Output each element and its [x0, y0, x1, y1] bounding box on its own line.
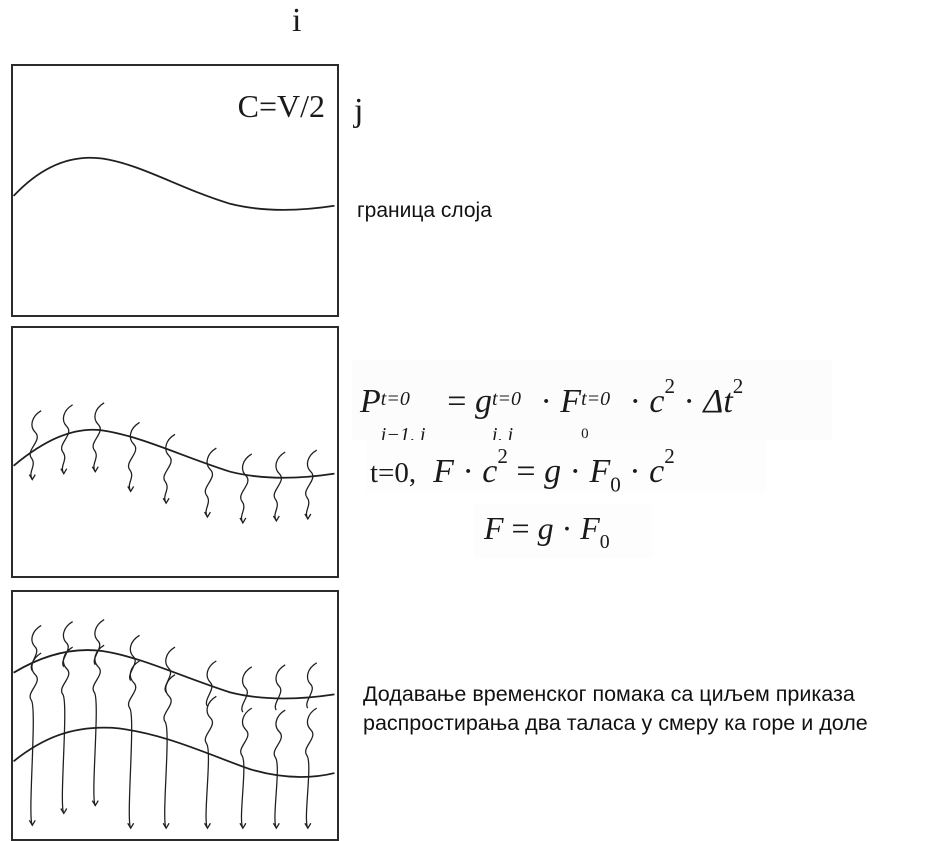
equation-2: t=0,F·c2=g·F0·c2 — [366, 440, 766, 496]
wavelet-arrowhead — [203, 511, 211, 519]
eq2-f: F — [433, 452, 454, 490]
eq2-f0: F — [589, 452, 611, 490]
eq2-c-sup: 2 — [497, 444, 508, 468]
wavelet-stroke — [92, 402, 105, 473]
initial-wavelets-plot — [13, 402, 335, 525]
eq2-f0-sub: 0 — [610, 472, 621, 497]
row-index-label: j — [354, 92, 364, 129]
wavelet-stroke — [60, 646, 74, 814]
wavelet-stroke — [127, 421, 140, 492]
wavelet-stroke — [273, 451, 286, 522]
wavelet-stroke — [163, 674, 176, 829]
eq1-f: F — [560, 382, 582, 420]
wavelet-stroke — [274, 664, 286, 711]
initial-wavelets-panel — [11, 326, 339, 578]
wavelet-stroke — [92, 644, 105, 806]
wavelet-arrowhead — [304, 513, 312, 521]
eq3-f: F — [484, 510, 504, 546]
eq1-dot-2: · — [629, 382, 641, 420]
wavelet-stroke — [204, 447, 217, 518]
eq1-f-sub: 0 — [581, 425, 589, 442]
wavelet-arrowhead — [127, 486, 135, 493]
wavelet-arrowhead — [239, 822, 247, 830]
caption-text: Додавање временског помака са циљем прик… — [363, 682, 868, 735]
propagation-plot — [13, 619, 335, 830]
wavelet-stroke — [306, 662, 318, 709]
eq3-equals: = — [511, 510, 530, 546]
velocity-relation-label: C=V/2 — [237, 88, 325, 124]
wavelet-stroke — [205, 660, 217, 707]
eq1-g: g — [474, 382, 492, 420]
wavelet-stroke — [62, 620, 74, 668]
wavelet-stroke — [240, 453, 253, 524]
wavelet-arrowhead — [304, 822, 312, 830]
wavelet-stroke — [163, 433, 176, 504]
eq1-p: P — [360, 382, 381, 420]
column-index-label: i — [292, 2, 302, 39]
eq1-c-sup: 2 — [664, 374, 676, 398]
wavelet-stroke — [305, 707, 318, 829]
wavelet-stroke — [240, 707, 253, 829]
wavelet-stroke — [241, 666, 253, 713]
wavelet-arrowhead — [203, 822, 211, 830]
wavelet-arrowhead — [28, 819, 36, 827]
wavelet-stroke — [29, 410, 42, 480]
wavelet-arrowhead — [91, 800, 99, 807]
eq2-dot-1: · — [462, 452, 474, 490]
wavelet-group — [28, 402, 318, 525]
eq2-equals: = — [516, 452, 536, 490]
eq2-c2-sup: 2 — [664, 444, 675, 468]
wavelet-stroke — [127, 660, 140, 829]
layer-boundary-plot — [13, 156, 335, 211]
eq1-dot-3: · — [683, 382, 695, 420]
eq1-dot-1: · — [540, 382, 552, 420]
wavelet-stroke — [273, 709, 286, 829]
eq2-c2: c — [649, 452, 665, 490]
eq2-prefix: t=0, — [370, 456, 417, 489]
wavelet-arrowhead — [272, 515, 280, 523]
wavelet-arrowhead — [239, 517, 247, 525]
wavelet-stroke — [204, 695, 217, 829]
eq2-g: g — [544, 452, 562, 490]
wavelet-arrowhead — [162, 822, 170, 830]
wavelet-arrowhead — [91, 466, 99, 473]
equation-3: F=g·F0 — [474, 504, 652, 558]
eq3-f0: F — [580, 510, 600, 546]
eq1-dt-sup: 2 — [732, 374, 744, 398]
wavelet-stroke — [93, 619, 105, 666]
eq1-g-sup: t=0 — [491, 387, 522, 410]
eq2-dot-3: · — [629, 452, 641, 490]
layer-boundary-curve — [13, 156, 335, 211]
eq1-f-sup: t=0 — [581, 387, 611, 410]
wavelet-stroke — [60, 404, 73, 474]
wavelet-group — [28, 619, 318, 830]
eq1-p-sup: t=0 — [380, 387, 410, 410]
eq2-dot-2: · — [569, 452, 581, 490]
upper-boundary-curve — [13, 649, 335, 700]
layer-boundary-panel: C=V/2 — [11, 64, 339, 317]
wavelet-arrowhead — [272, 822, 280, 830]
wavelet-arrowhead — [60, 808, 68, 815]
eq3-g: g — [537, 510, 554, 546]
eq1-equals: = — [447, 382, 467, 420]
wavelet-arrowhead — [162, 497, 170, 505]
propagation-panel — [11, 590, 339, 841]
wavelet-arrowhead — [127, 822, 135, 830]
eq1-c: c — [649, 382, 665, 420]
wavelet-stroke — [305, 449, 318, 520]
eq2-c: c — [482, 452, 498, 490]
boundary-curve — [13, 428, 335, 479]
eq1-dt: Δt — [703, 382, 733, 420]
layer-boundary-label: граница слоја — [357, 199, 492, 222]
wavelet-arrowhead — [60, 468, 68, 475]
eq3-f0-sub: 0 — [599, 530, 610, 553]
eq3-dot: · — [561, 510, 573, 546]
lower-boundary-curve — [13, 726, 335, 778]
wavelet-arrowhead — [28, 474, 36, 481]
wavelet-stroke — [29, 652, 42, 826]
